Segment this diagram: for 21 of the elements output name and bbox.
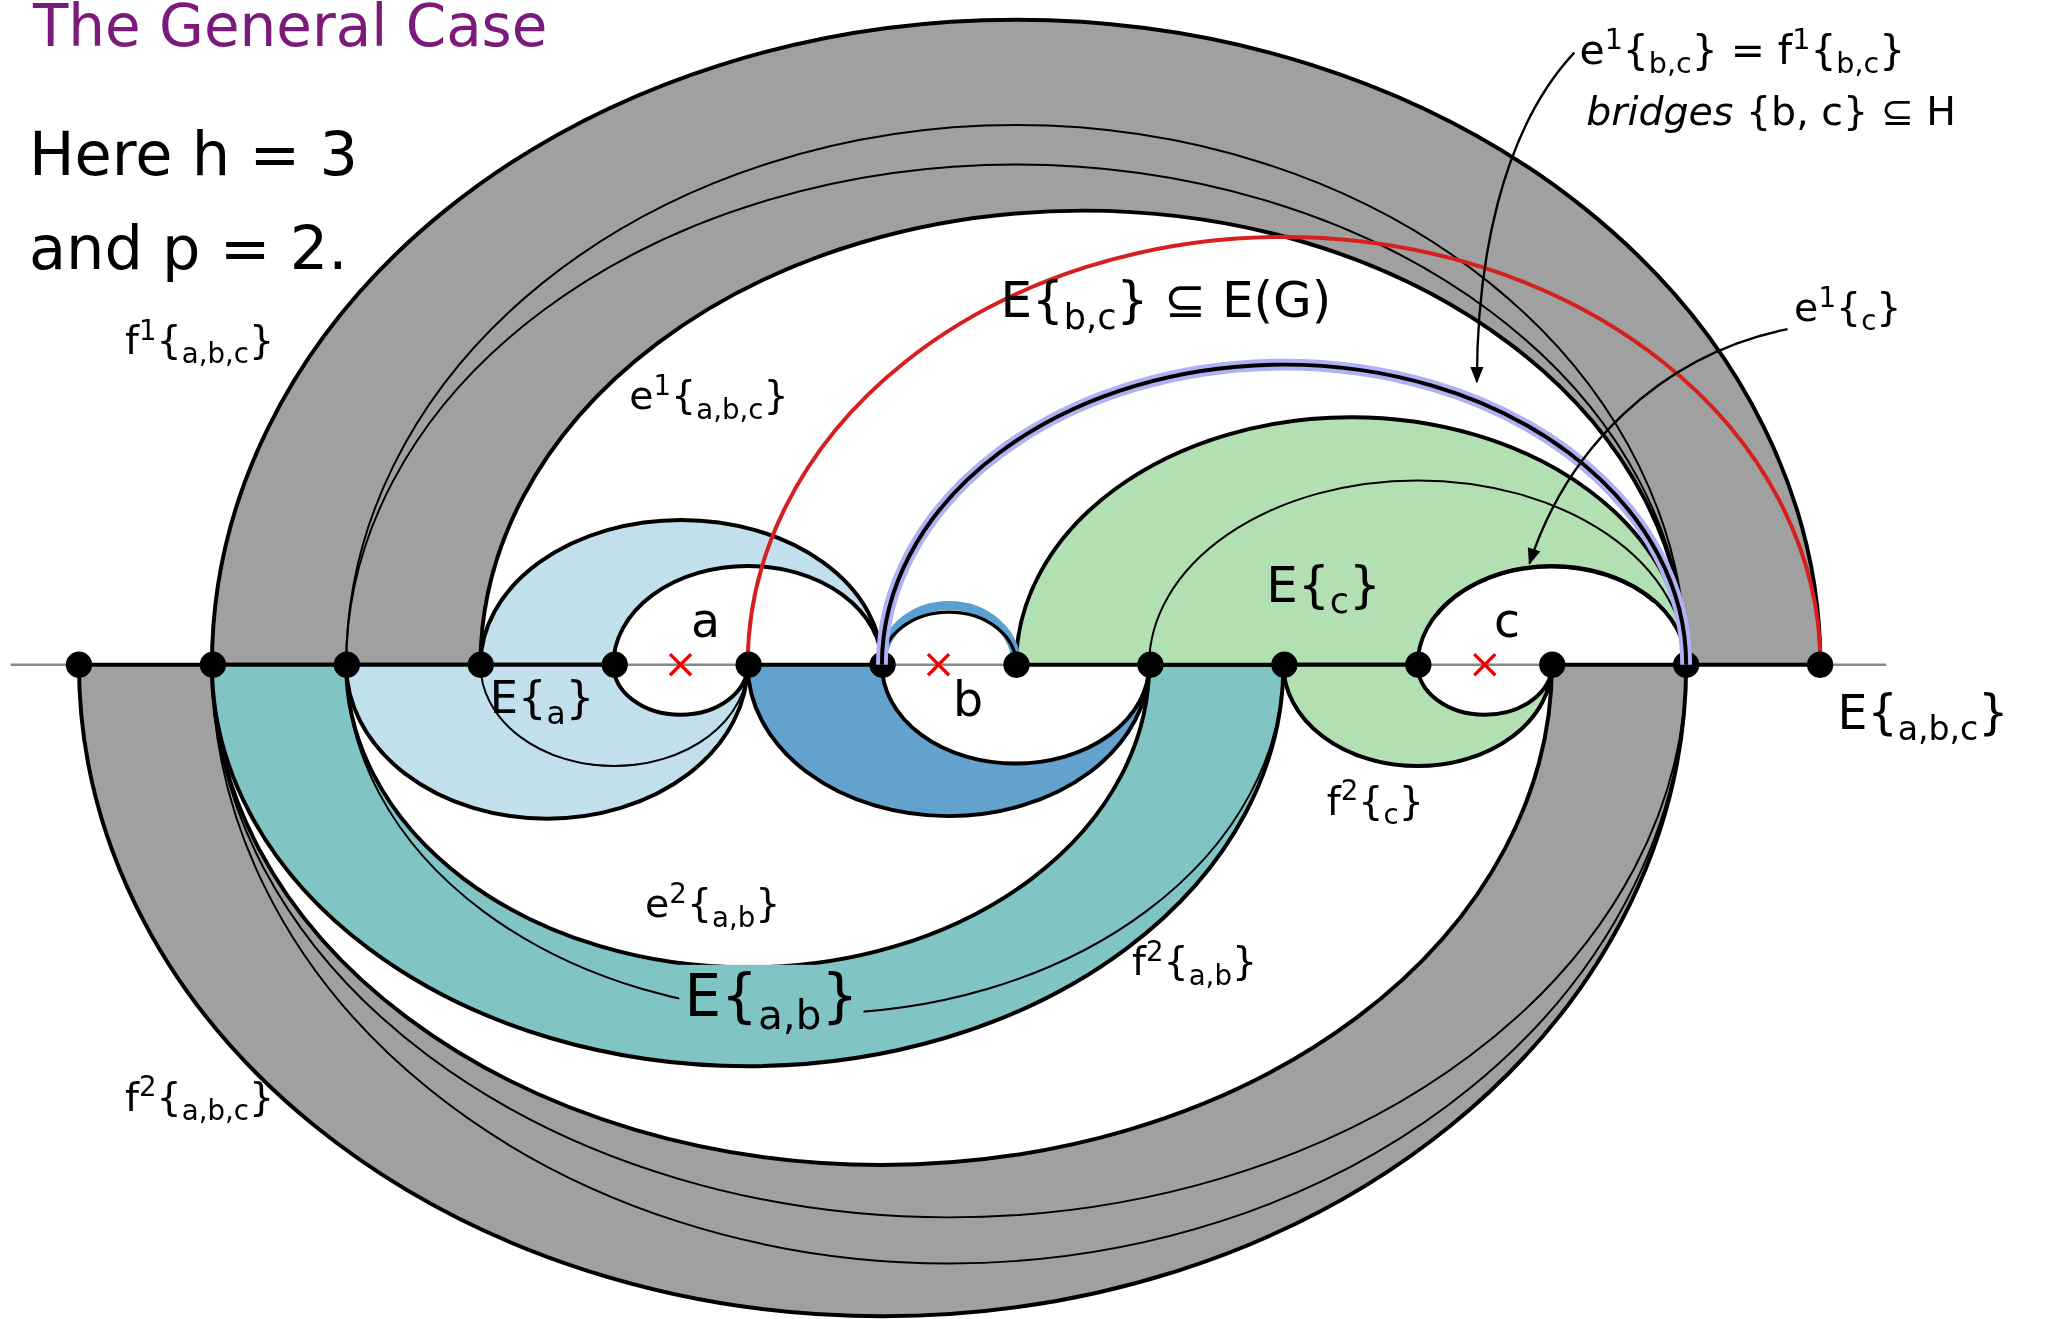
edge-set-label: f$^{2}${$_{c}$}	[1326, 776, 1424, 831]
vertex-label: c	[1494, 594, 1521, 648]
note-text: Here h = 3 and p = 2.	[28, 117, 359, 286]
edge-set-label: f$^{2}${$_{a,b,c}$}	[125, 1072, 275, 1127]
annotation-text: bridges {b, c} ⊆ H	[1586, 90, 1956, 134]
arc-line	[876, 359, 1693, 666]
leader-arrow	[1470, 51, 1576, 384]
edge-set-label: f$^{1}${$_{a,b,c}$}	[125, 315, 275, 370]
edge-set-label: E{$_{b,c}$} ⊆ E(G)	[1000, 273, 1332, 336]
edge-set-label: e$^{1}${$_{a,b,c}$}	[629, 371, 789, 426]
edge-set-label: f$^{2}${$_{a,b}$}	[1132, 937, 1258, 992]
edge-set-label: e$^{2}${$_{a,b}$}	[645, 879, 781, 934]
edge-set-label: E{$_{c}$}	[1266, 558, 1381, 620]
vertex-label: a	[691, 594, 721, 648]
annotation-text: e$^{1}${$_{c}$}	[1794, 283, 1902, 338]
leader-arrow	[1528, 327, 1788, 565]
slide-title: The General Case	[32, 0, 548, 59]
edge-set-label: E{$_{a,b,c}$}	[1837, 687, 2009, 748]
annotation-text: e$^{1}${$_{b,c}$} = f$^{1}${$_{b,c}$}	[1579, 23, 1907, 80]
vertex-label: b	[953, 673, 984, 727]
edge-set-label: E{$_{a}$}	[489, 673, 595, 731]
